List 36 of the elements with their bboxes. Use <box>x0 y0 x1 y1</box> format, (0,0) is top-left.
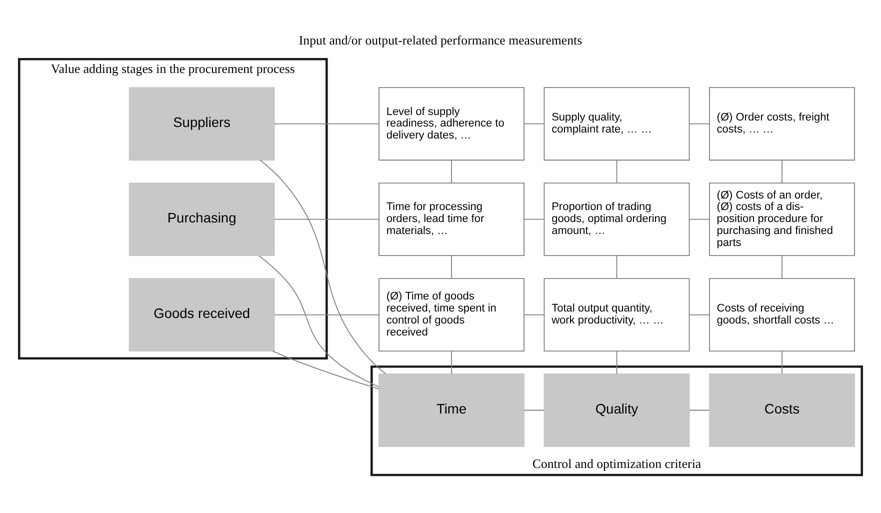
connector <box>616 160 618 184</box>
node-box: Quality <box>544 374 690 447</box>
node-box: (Ø) Order costs, freight costs, … … <box>709 87 855 161</box>
connector <box>688 218 710 220</box>
node-box: Time <box>378 374 524 447</box>
connector <box>451 255 452 279</box>
node-box: (Ø) Costs of an order, (Ø) costs of a dis- position procedure for purchasing and finished parts <box>709 182 855 256</box>
connector <box>451 350 452 374</box>
connector <box>524 123 544 124</box>
connector <box>616 255 618 279</box>
connector <box>272 350 380 390</box>
node-box: Purchasing <box>128 182 275 256</box>
node-box: Costs of receiving goods, shortfall costs … <box>709 278 855 352</box>
node-box: Supply quality, complaint rate, … … <box>544 87 690 161</box>
connector <box>274 314 380 316</box>
node-box: Goods received <box>128 278 275 352</box>
node-box: Proportion of trading goods, optimal ordering amount, … <box>544 182 690 256</box>
node-box: Suppliers <box>128 87 275 161</box>
connector <box>688 123 710 124</box>
connector <box>274 218 380 220</box>
node-box: Level of supply readiness, adherence to delivery dates, … <box>378 87 524 161</box>
connector <box>616 350 618 374</box>
node-box: Costs <box>709 374 855 447</box>
connector <box>524 314 544 316</box>
connector <box>524 218 544 220</box>
connector <box>451 160 452 184</box>
connector <box>260 160 386 374</box>
connector <box>274 123 380 124</box>
connector <box>524 410 544 411</box>
connector <box>688 314 710 316</box>
node-box: (Ø) Time of goods received, time spent in control of goods received <box>378 278 524 352</box>
node-box: Time for processing orders, lead time for materials, … <box>378 182 524 256</box>
connector <box>688 410 710 411</box>
diagram-title: Input and/or output-related performance measurements <box>298 34 582 48</box>
connector <box>258 255 380 388</box>
node-box: Total output quantity, work productivity, … … <box>544 278 690 352</box>
